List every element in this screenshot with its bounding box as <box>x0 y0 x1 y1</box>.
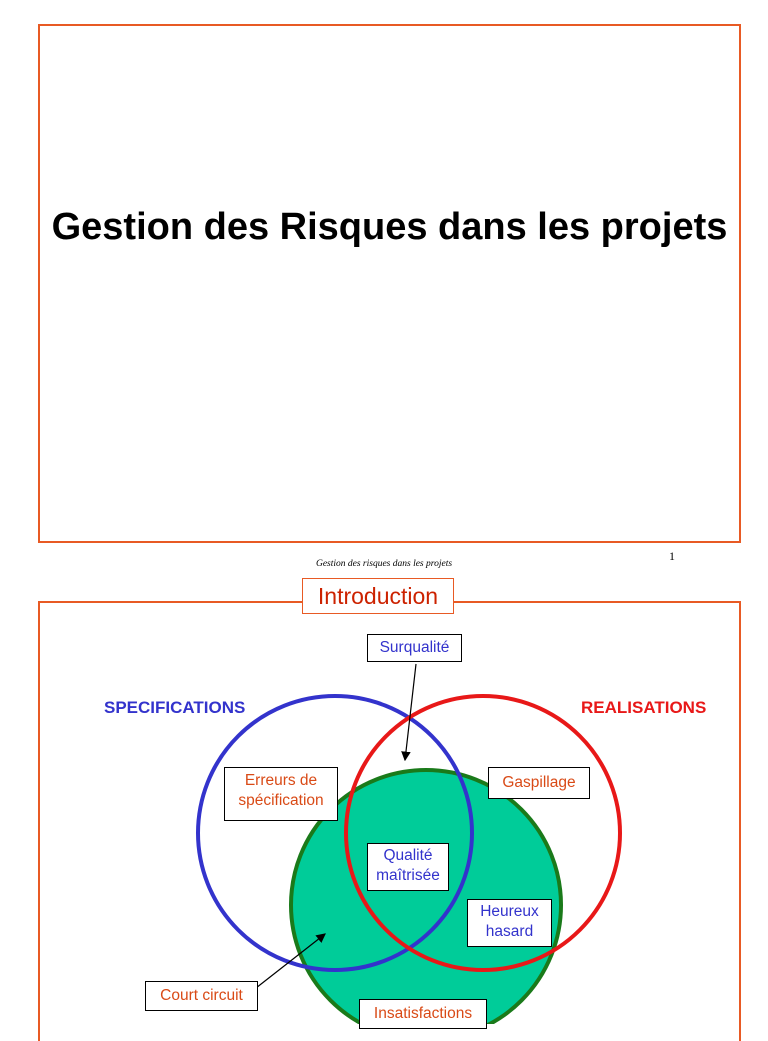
gaspillage-box: Gaspillage <box>488 767 590 799</box>
surqualite-box: Surqualité <box>367 634 462 662</box>
title-slide: Gestion des Risques dans les projets <box>38 24 741 543</box>
needs-circle <box>289 768 563 1024</box>
slide-footer: Gestion des risques dans les projets <box>315 559 453 569</box>
heureux-line1: Heureux <box>480 903 539 920</box>
insatisfactions-box: Insatisfactions <box>359 999 487 1029</box>
specifications-label: SPECIFICATIONS <box>104 698 246 717</box>
specifications-circle <box>196 694 474 972</box>
page-number: 1 <box>669 549 675 563</box>
intro-heading: Introduction <box>302 578 454 614</box>
realisations-circle <box>344 694 622 972</box>
qualite-line2: maîtrisée <box>376 867 440 884</box>
qualite-line1: Qualité <box>383 847 433 864</box>
erreurs-line1: Erreurs de <box>244 772 318 789</box>
court-circuit-arrow <box>255 933 326 989</box>
court-circuit-box: Court circuit <box>145 981 258 1011</box>
erreurs-line2: spécification <box>238 792 324 809</box>
surqualite-arrow <box>401 663 417 762</box>
realisations-label: REALISATIONS <box>581 698 707 717</box>
erreurs-specification-box: Erreurs de spécification <box>224 767 338 821</box>
qualite-maitrisee-box: Qualité maîtrisée <box>367 843 449 891</box>
heureux-line2: hasard <box>485 923 534 940</box>
slide-title: Gestion des Risques dans les projets <box>51 206 728 248</box>
heureux-hasard-box: Heureux hasard <box>467 899 552 947</box>
